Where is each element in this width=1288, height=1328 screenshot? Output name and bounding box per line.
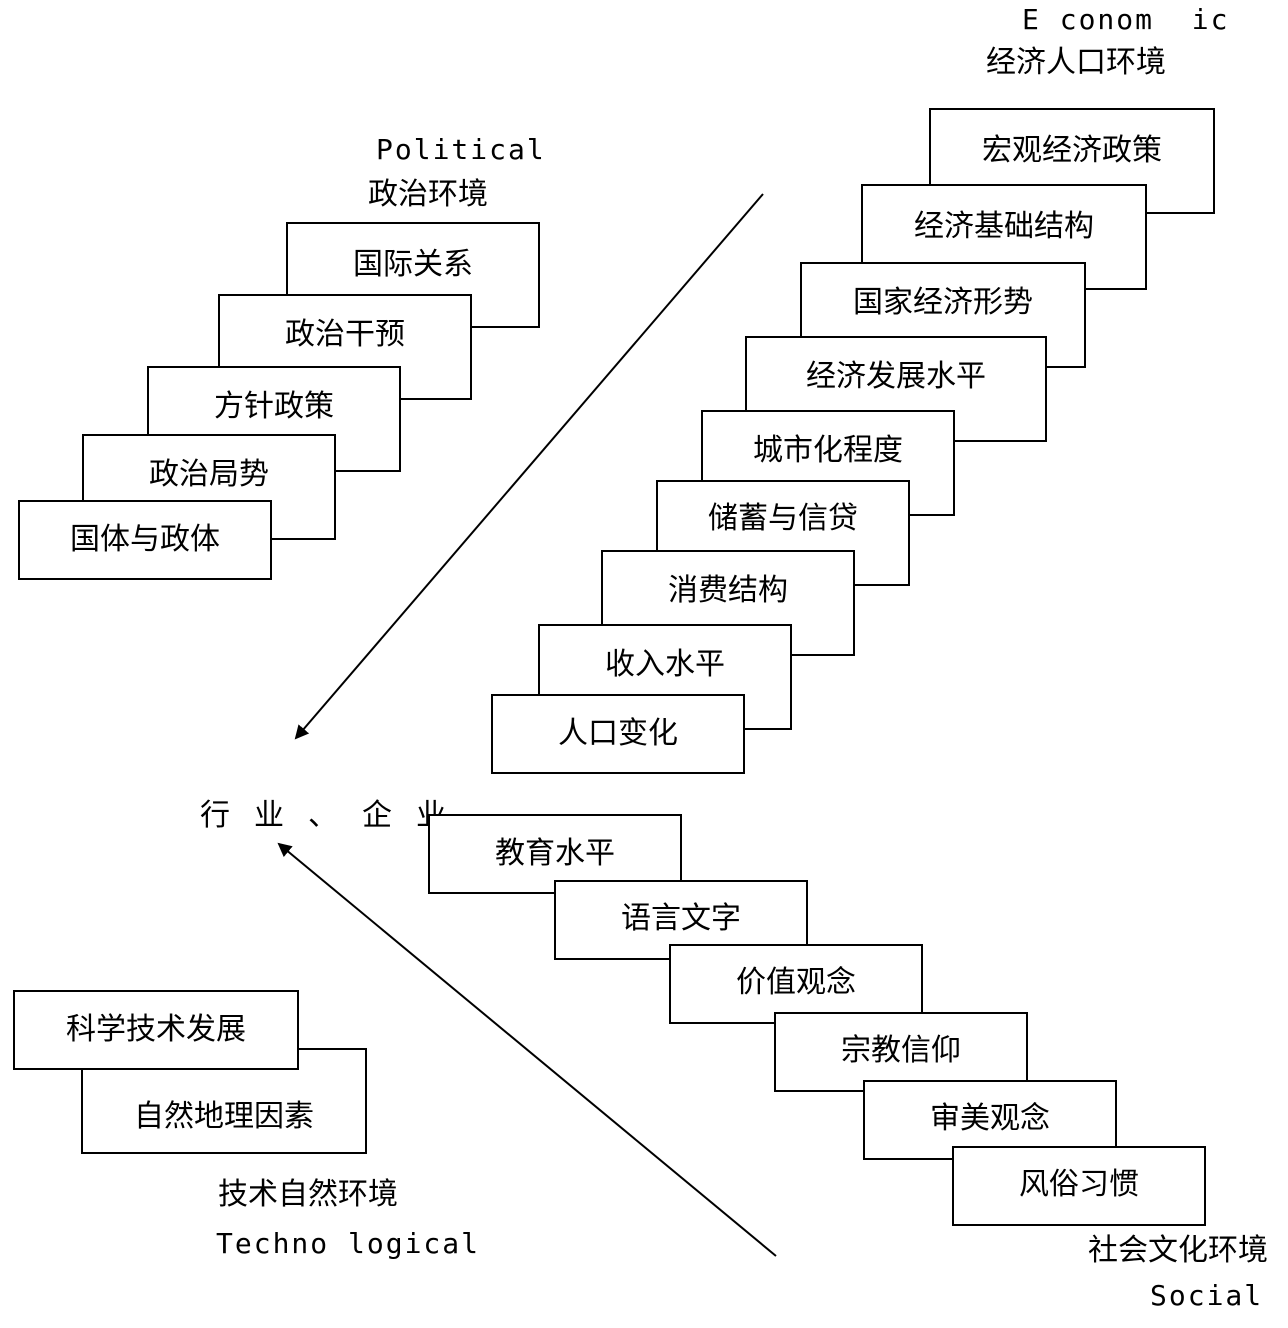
arrow-political-economic-to-industry [294, 193, 764, 740]
tech-label-zh: 技术自然环境 [218, 1177, 398, 1212]
social-label-zh: 社会文化环境 [1088, 1233, 1268, 1268]
tech-item-science-technology: 科学技术发展 [13, 990, 299, 1070]
industry-enterprise-label: 行业、企业 [200, 798, 470, 833]
political-label-zh: 政治环境 [368, 177, 488, 212]
tech-label-en: Techno logical [216, 1227, 481, 1260]
political-item-state-system: 国体与政体 [18, 500, 272, 580]
social-item-religion: 宗教信仰 [774, 1012, 1028, 1092]
social-label-en: Social [1150, 1279, 1264, 1312]
economic-label-zh: 经济人口环境 [986, 45, 1166, 80]
social-item-customs: 风俗习惯 [952, 1146, 1206, 1226]
economic-item-population-change: 人口变化 [491, 694, 745, 774]
social-item-values: 价值观念 [669, 944, 923, 1024]
economic-label-en: E conom ic [1022, 3, 1230, 36]
arrow-social-to-industry [277, 842, 777, 1257]
political-label-en: Political [376, 133, 546, 166]
